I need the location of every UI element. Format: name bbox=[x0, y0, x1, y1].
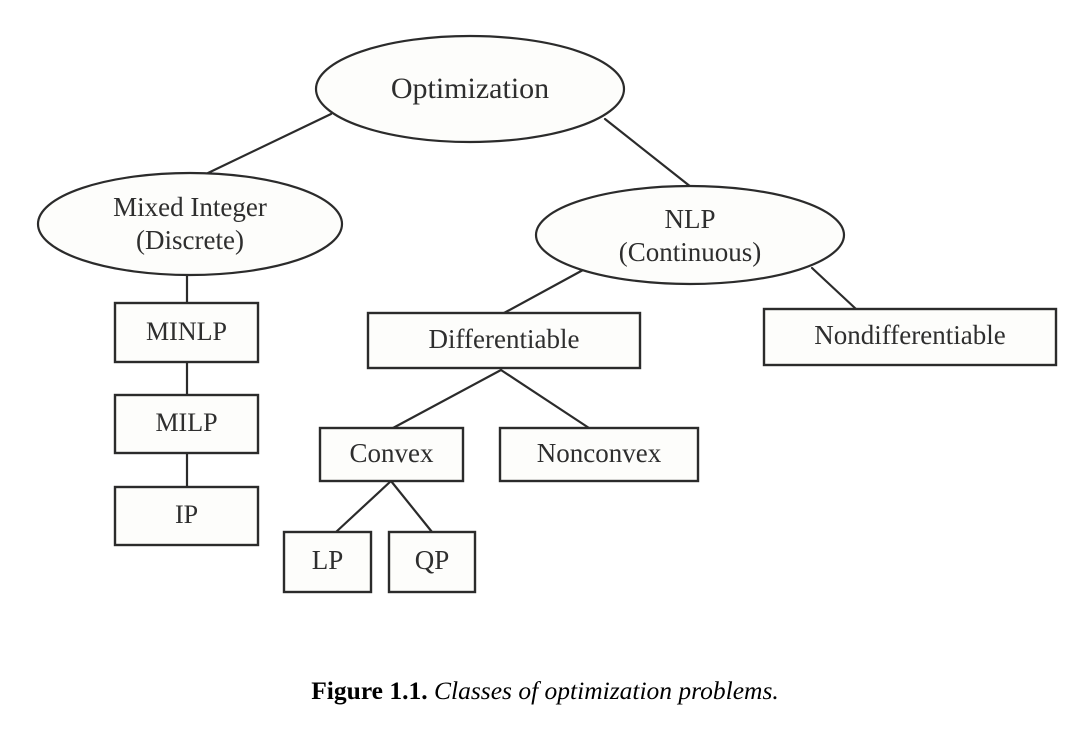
edge-group bbox=[185, 112, 858, 534]
node-minlp[interactable]: MINLP bbox=[113, 301, 260, 364]
node-milp[interactable]: MILP bbox=[113, 393, 260, 455]
mixed-integer-ellipse bbox=[36, 171, 344, 277]
edge-convex-to-qp bbox=[389, 479, 434, 534]
node-mixed-integer[interactable]: Mixed Integer (Discrete) bbox=[36, 171, 344, 277]
mixed-integer-label-line1: Mixed Integer bbox=[113, 192, 267, 222]
node-nondifferentiable[interactable]: Nondifferentiable bbox=[762, 307, 1058, 367]
convex-box bbox=[318, 426, 465, 483]
qp-label: QP bbox=[415, 545, 450, 575]
edge-differentiable-to-nonconvex bbox=[499, 368, 591, 430]
optimization-label: Optimization bbox=[391, 72, 549, 105]
node-nlp[interactable]: NLP (Continuous) bbox=[534, 184, 846, 286]
nonconvex-label: Nonconvex bbox=[537, 438, 662, 468]
node-lp[interactable]: LP bbox=[282, 530, 373, 594]
optimization-ellipse bbox=[314, 34, 626, 144]
nlp-ellipse bbox=[534, 184, 846, 286]
differentiable-box bbox=[366, 311, 642, 370]
edge-optimization-to-nlp bbox=[603, 117, 693, 189]
nondifferentiable-label: Nondifferentiable bbox=[814, 320, 1005, 350]
nlp-label-line2: (Continuous) bbox=[619, 237, 762, 267]
minlp-box bbox=[113, 301, 260, 364]
lp-label: LP bbox=[312, 545, 344, 575]
mixed-integer-label-line2: (Discrete) bbox=[136, 225, 244, 255]
milp-box bbox=[113, 393, 260, 455]
differentiable-label: Differentiable bbox=[429, 324, 580, 354]
ip-box bbox=[113, 485, 260, 547]
figure-caption-number: Figure 1.1. bbox=[311, 676, 428, 705]
nonconvex-box bbox=[498, 426, 700, 483]
edge-optimization-to-mixed-integer bbox=[206, 112, 333, 175]
node-qp[interactable]: QP bbox=[387, 530, 477, 594]
figure-caption: Figure 1.1. Classes of optimization prob… bbox=[0, 676, 1090, 707]
edge-differentiable-to-convex bbox=[391, 368, 503, 430]
edge-nlp-to-nondifferentiable bbox=[810, 266, 858, 311]
node-optimization[interactable]: Optimization bbox=[314, 34, 626, 144]
minlp-label: MINLP bbox=[146, 317, 227, 346]
node-ip[interactable]: IP bbox=[113, 485, 260, 547]
figure-caption-text: Classes of optimization problems. bbox=[434, 676, 779, 705]
node-nonconvex[interactable]: Nonconvex bbox=[498, 426, 700, 483]
nondifferentiable-box bbox=[762, 307, 1058, 367]
node-differentiable[interactable]: Differentiable bbox=[366, 311, 642, 370]
nlp-label-line1: NLP bbox=[664, 204, 715, 234]
edge-nlp-to-differentiable bbox=[502, 268, 585, 315]
edge-convex-to-lp bbox=[334, 479, 393, 534]
convex-label: Convex bbox=[350, 438, 434, 468]
qp-box bbox=[387, 530, 477, 594]
ip-label: IP bbox=[175, 500, 198, 529]
node-convex[interactable]: Convex bbox=[318, 426, 465, 483]
milp-label: MILP bbox=[155, 408, 217, 437]
lp-box bbox=[282, 530, 373, 594]
